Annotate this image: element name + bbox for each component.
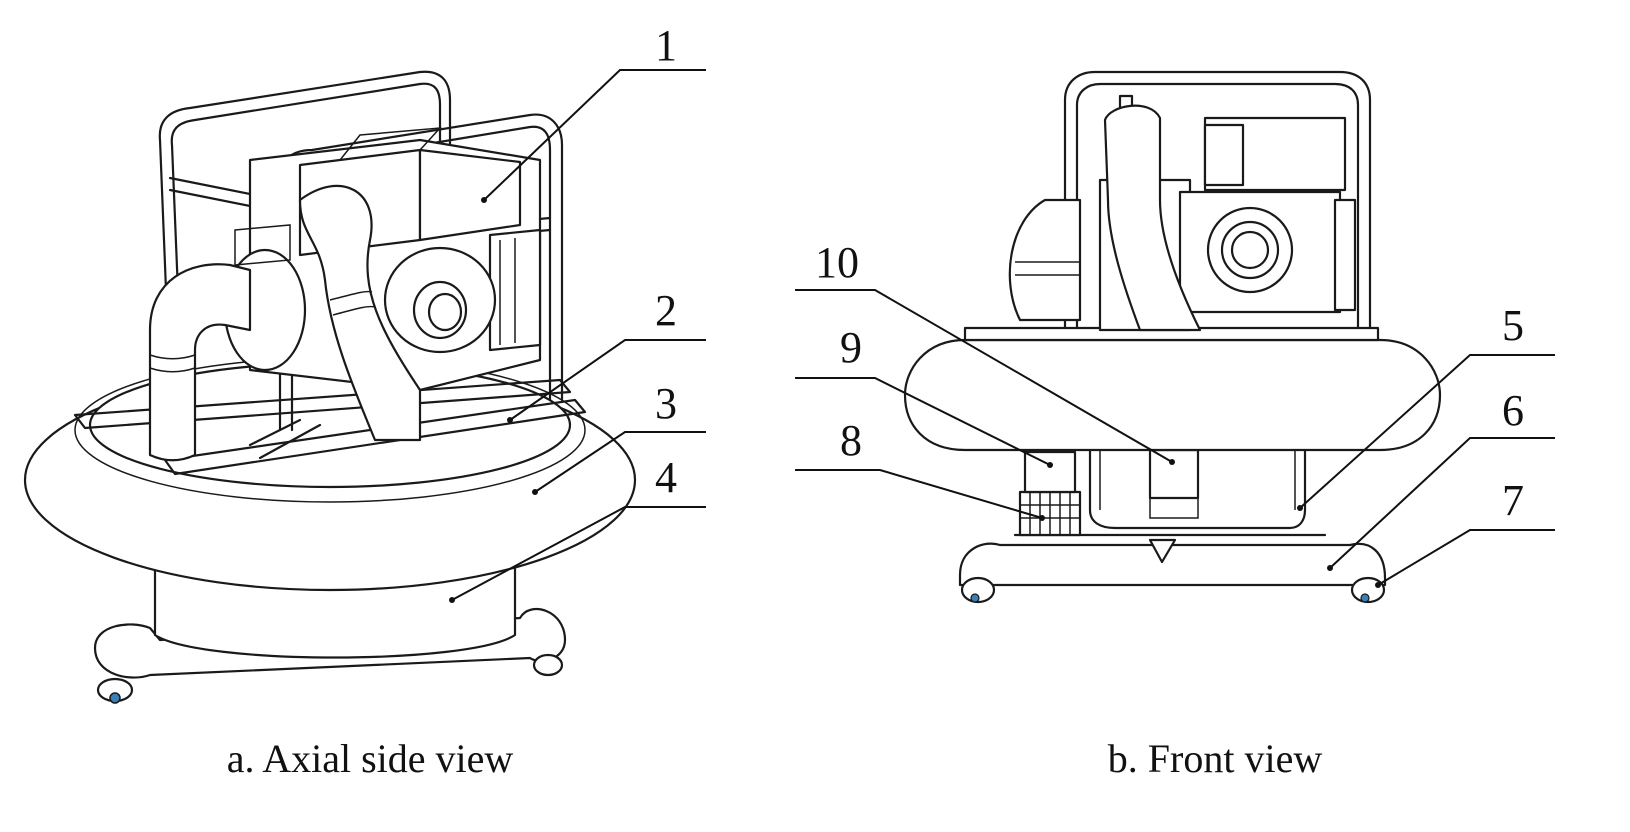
lower-housing-right bbox=[1023, 446, 1307, 530]
front-view-drawing bbox=[903, 70, 1442, 604]
caption-axial-side-view: a. Axial side view bbox=[227, 736, 514, 781]
label-1: 1 bbox=[655, 21, 677, 70]
label-4: 4 bbox=[655, 453, 677, 502]
caption-front-view: b. Front view bbox=[1108, 736, 1323, 781]
axial-side-view-drawing bbox=[23, 70, 637, 704]
label-10: 10 bbox=[815, 238, 859, 287]
label-6: 6 bbox=[1502, 386, 1524, 435]
leaders-right bbox=[795, 289, 1555, 588]
leaders-left bbox=[449, 69, 706, 603]
float-ring-right bbox=[903, 338, 1442, 452]
label-9: 9 bbox=[840, 323, 862, 372]
roll-cage-right bbox=[1063, 70, 1372, 330]
engine-block-right bbox=[1008, 94, 1357, 332]
inlet-pipe-left bbox=[148, 263, 252, 462]
label-2: 2 bbox=[655, 286, 677, 335]
base-frame-right bbox=[958, 538, 1387, 604]
outlet-pipe-left bbox=[298, 184, 422, 442]
part-labels: 1 2 3 4 5 6 7 8 9 10 bbox=[655, 21, 1524, 525]
label-3: 3 bbox=[655, 379, 677, 428]
label-8: 8 bbox=[840, 416, 862, 465]
deck-plate-right bbox=[963, 326, 1380, 342]
label-5: 5 bbox=[1502, 301, 1524, 350]
label-7: 7 bbox=[1502, 476, 1524, 525]
outlet-pipe-right bbox=[1103, 104, 1202, 332]
